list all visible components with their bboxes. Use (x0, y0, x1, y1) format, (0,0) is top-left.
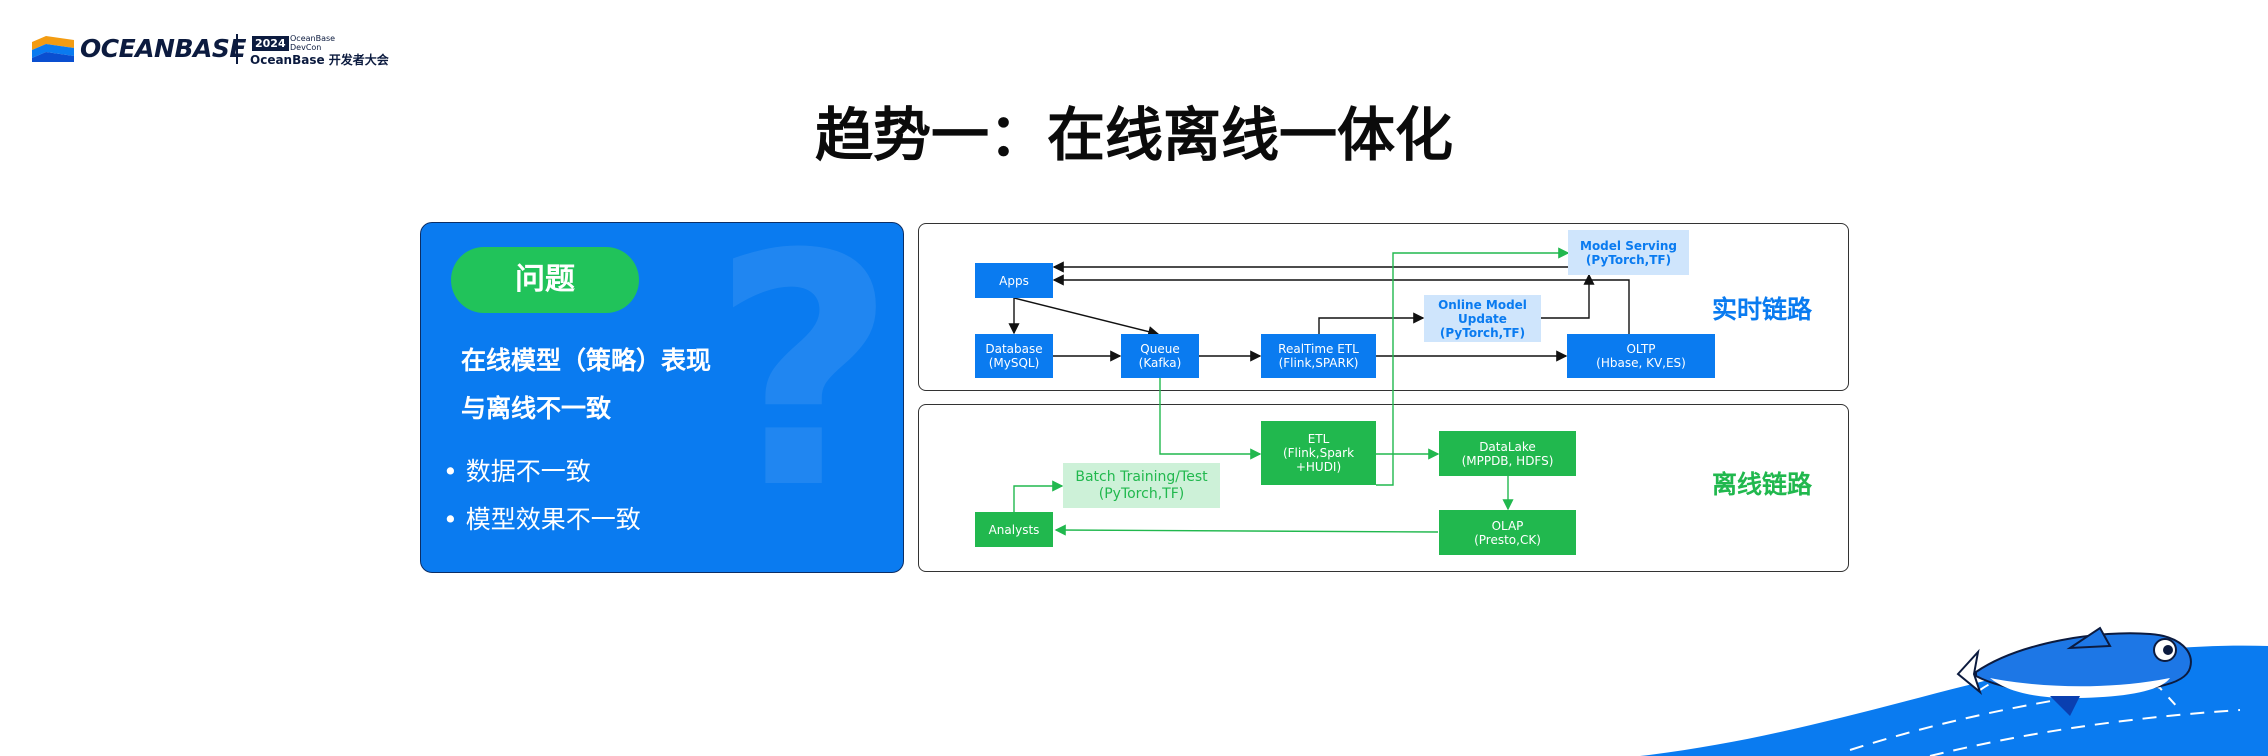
header-divider (236, 34, 238, 64)
link-apps-queue (1013, 297, 1160, 338)
node-model-serving: Model Serving (PyTorch,TF) (1568, 230, 1689, 275)
link-queue-etl (1159, 378, 1262, 460)
link-analysts-training (1013, 480, 1064, 512)
problem-pill: 问题 (451, 247, 639, 313)
node-queue: Queue (Kafka) (1121, 334, 1199, 378)
link-oltp-apps (1052, 274, 1630, 334)
problem-lead-line-2: 与离线不一致 (461, 394, 612, 423)
problem-lead-line-1: 在线模型（策略）表现 (461, 346, 712, 375)
node-realtime-etl: RealTime ETL (Flink,SPARK) (1261, 334, 1376, 378)
oceanbase-logo-icon (32, 36, 74, 62)
node-batch-training: Batch Training/Test (PyTorch,TF) (1063, 463, 1220, 508)
node-oltp: OLTP (Hbase, KV,ES) (1567, 334, 1715, 378)
fish-mascot-icon (1956, 626, 2192, 716)
conference-name: OceanBase 开发者大会 (250, 53, 389, 67)
link-etl-serving (1376, 247, 1570, 486)
node-etl: ETL (Flink,Spark +HUDI) (1261, 421, 1376, 485)
node-datalake: DataLake (MPPDB, HDFS) (1439, 431, 1576, 476)
problem-card: ? 问题 在线模型（策略）表现 与离线不一致 • 数据不一致 • 模型效果不一致 (420, 222, 904, 573)
node-online-model-update: Online Model Update (PyTorch,TF) (1424, 295, 1541, 342)
question-mark-watermark: ? (711, 222, 897, 559)
node-analysts: Analysts (975, 512, 1053, 547)
realtime-lane-label: 实时链路 (1712, 295, 1813, 324)
problem-bullet-2: • 模型效果不一致 (443, 505, 641, 534)
event-year-badge: 2024 (252, 36, 289, 51)
node-apps: Apps (975, 263, 1053, 298)
offline-lane-label: 离线链路 (1712, 470, 1813, 499)
link-olap-analysts (1054, 524, 1439, 536)
logo-wordmark: OCEANBASE (80, 34, 246, 63)
node-database: Database (MySQL) (975, 334, 1053, 378)
slide-title: 趋势一：在线离线一体化 (814, 101, 1453, 169)
link-rtetl-online-update (1318, 312, 1425, 335)
problem-bullet-1: • 数据不一致 (443, 457, 591, 486)
node-olap: OLAP (Presto,CK) (1439, 510, 1576, 555)
event-brand-mini: OceanBase DevCon (290, 34, 336, 52)
link-online-update-serving (1541, 273, 1595, 319)
